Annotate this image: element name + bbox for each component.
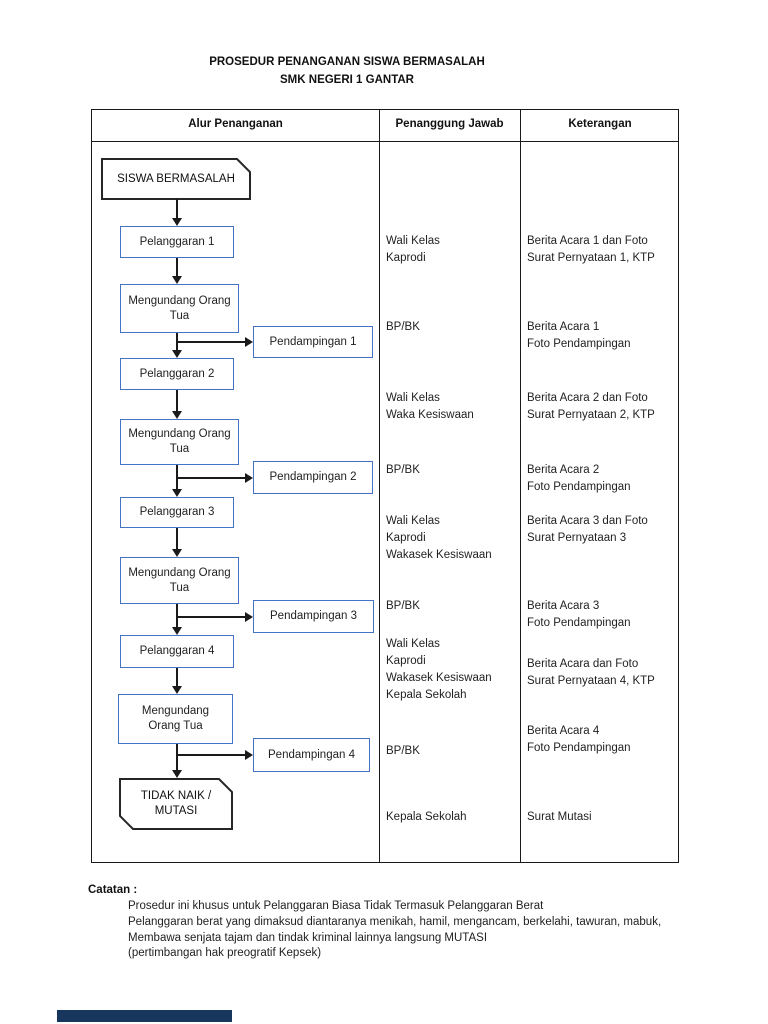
arrow-down-icon <box>172 489 182 497</box>
pj-entry-2: BP/BK <box>386 321 420 333</box>
ket-entry-6: Berita Acara 3 Foto Pendampingan <box>527 600 631 629</box>
flow-node-tidak-naik-mutasi: TIDAK NAIK / MUTASI <box>119 778 233 830</box>
pj-entry-7: Wali Kelas Kaprodi Wakasek Kesiswaan Kep… <box>386 638 492 701</box>
ket-entry-8: Berita Acara 4 Foto Pendampingan <box>527 725 631 754</box>
flow-node-mengundang-orang-tua-2: Mengundang Orang Tua <box>120 419 239 465</box>
pj-entry-6: BP/BK <box>386 600 420 612</box>
pj-entry-5: Wali Kelas Kaprodi Wakasek Kesiswaan <box>386 515 492 561</box>
column-header-keterangan: Keterangan <box>568 118 632 130</box>
arrow-down-icon <box>172 350 182 358</box>
flow-node-pendampingan-4: Pendampingan 4 <box>253 738 370 772</box>
pj-entry-8: BP/BK <box>386 745 420 757</box>
connector-line <box>176 668 178 686</box>
page-title: PROSEDUR PENANGANAN SISWA BERMASALAH SMK… <box>0 53 694 89</box>
flow-node-label: TIDAK NAIK / MUTASI <box>140 790 212 817</box>
column-divider-1 <box>379 110 381 862</box>
connector-line <box>176 604 178 627</box>
connector-line <box>177 754 245 756</box>
pj-entry-1: Wali Kelas Kaprodi <box>386 235 440 264</box>
flow-node-label: Mengundang Orang Tua <box>128 294 231 322</box>
ket-entry-1: Berita Acara 1 dan Foto Surat Pernyataan… <box>527 235 655 264</box>
notes-line-3: Membawa senjata tajam dan tindak krimina… <box>128 931 488 944</box>
connector-line <box>176 199 178 218</box>
flow-node-label: Pelanggaran 4 <box>139 645 215 657</box>
column-divider-2 <box>520 110 522 862</box>
page-title-line2: SMK NEGERI 1 GANTAR <box>280 74 414 86</box>
arrow-right-icon <box>245 750 253 760</box>
arrow-right-icon <box>245 612 253 622</box>
notes-lines: Prosedur ini khusus untuk Pelanggaran Bi… <box>128 899 661 962</box>
card-shape <box>119 778 233 830</box>
flow-node-siswa-bermasalah: SISWA BERMASALAH <box>101 158 251 200</box>
arrow-down-icon <box>172 276 182 284</box>
ket-entry-9: Surat Mutasi <box>527 811 592 823</box>
flow-node-label: Mengundang Orang Tua <box>128 428 231 455</box>
flow-node-pelanggaran-1: Pelanggaran 1 <box>120 226 234 258</box>
pj-entry-4: BP/BK <box>386 464 420 476</box>
flow-node-label: Pelanggaran 1 <box>139 235 215 248</box>
ket-entry-5: Berita Acara 3 dan Foto Surat Pernyataan… <box>527 515 648 544</box>
flow-node-label: SISWA BERMASALAH <box>117 172 235 185</box>
arrow-right-icon <box>245 473 253 483</box>
flow-node-label: Pelanggaran 3 <box>139 506 215 518</box>
flow-node-pendampingan-3: Pendampingan 3 <box>253 600 374 633</box>
column-header-alur: Alur Penanganan <box>188 118 283 130</box>
arrow-down-icon <box>172 218 182 226</box>
flow-node-pelanggaran-3: Pelanggaran 3 <box>120 497 234 528</box>
arrow-down-icon <box>172 549 182 557</box>
connector-line <box>176 744 178 770</box>
flow-node-label: Pendampingan 1 <box>269 335 357 348</box>
arrow-down-icon <box>172 411 182 419</box>
arrow-down-icon <box>172 770 182 778</box>
connector-line <box>177 616 245 618</box>
connector-line <box>176 258 178 276</box>
connector-line <box>177 341 245 343</box>
header-bottom-border <box>92 141 678 143</box>
arrow-down-icon <box>172 686 182 694</box>
connector-line <box>176 390 178 411</box>
flow-node-label: Pelanggaran 2 <box>139 367 215 380</box>
flow-node-pelanggaran-2: Pelanggaran 2 <box>120 358 234 390</box>
card-shape <box>101 158 251 200</box>
flow-node-mengundang-orang-tua-3: Mengundang Orang Tua <box>120 557 239 604</box>
arrow-down-icon <box>172 627 182 635</box>
flow-node-pendampingan-2: Pendampingan 2 <box>253 461 373 494</box>
flow-node-label: Mengundang Orang Tua <box>141 705 210 732</box>
flow-node-mengundang-orang-tua-1: Mengundang Orang Tua <box>120 284 239 333</box>
notes-line-2: Pelanggaran berat yang dimaksud diantara… <box>128 915 662 928</box>
ket-entry-7: Berita Acara dan Foto Surat Pernyataan 4… <box>527 658 655 687</box>
procedure-table: Alur Penanganan Penanggung Jawab Keteran… <box>91 109 679 863</box>
flow-node-label: Pendampingan 3 <box>270 610 357 622</box>
flow-node-label: Pendampingan 4 <box>268 748 355 761</box>
flow-node-mengundang-orang-tua-4: Mengundang Orang Tua <box>118 694 233 744</box>
flow-node-label: Pendampingan 2 <box>269 471 357 483</box>
connector-line <box>177 477 245 479</box>
ket-entry-4: Berita Acara 2 Foto Pendampingan <box>527 464 631 493</box>
notes-label: Catatan : <box>88 884 138 896</box>
flow-node-label: Mengundang Orang Tua <box>128 566 231 594</box>
arrow-right-icon <box>245 337 253 347</box>
pj-entry-3: Wali Kelas Waka Kesiswaan <box>386 392 474 421</box>
ket-entry-2: Berita Acara 1 Foto Pendampingan <box>527 321 631 350</box>
ket-entry-3: Berita Acara 2 dan Foto Surat Pernyataan… <box>527 392 655 421</box>
column-header-penanggung-jawab: Penanggung Jawab <box>395 118 504 130</box>
pj-entry-9: Kepala Sekolah <box>386 811 467 823</box>
flow-node-pendampingan-1: Pendampingan 1 <box>253 326 373 358</box>
flow-node-pelanggaran-4: Pelanggaran 4 <box>120 635 234 668</box>
connector-line <box>176 528 178 549</box>
notes-section: Catatan : Prosedur ini khusus untuk Pela… <box>88 884 661 962</box>
notes-line-4: (pertimbangan hak preogratif Kepsek) <box>128 947 322 960</box>
bottom-bar <box>57 1010 232 1022</box>
page-title-line1: PROSEDUR PENANGANAN SISWA BERMASALAH <box>209 56 485 68</box>
notes-line-1: Prosedur ini khusus untuk Pelanggaran Bi… <box>128 900 544 912</box>
